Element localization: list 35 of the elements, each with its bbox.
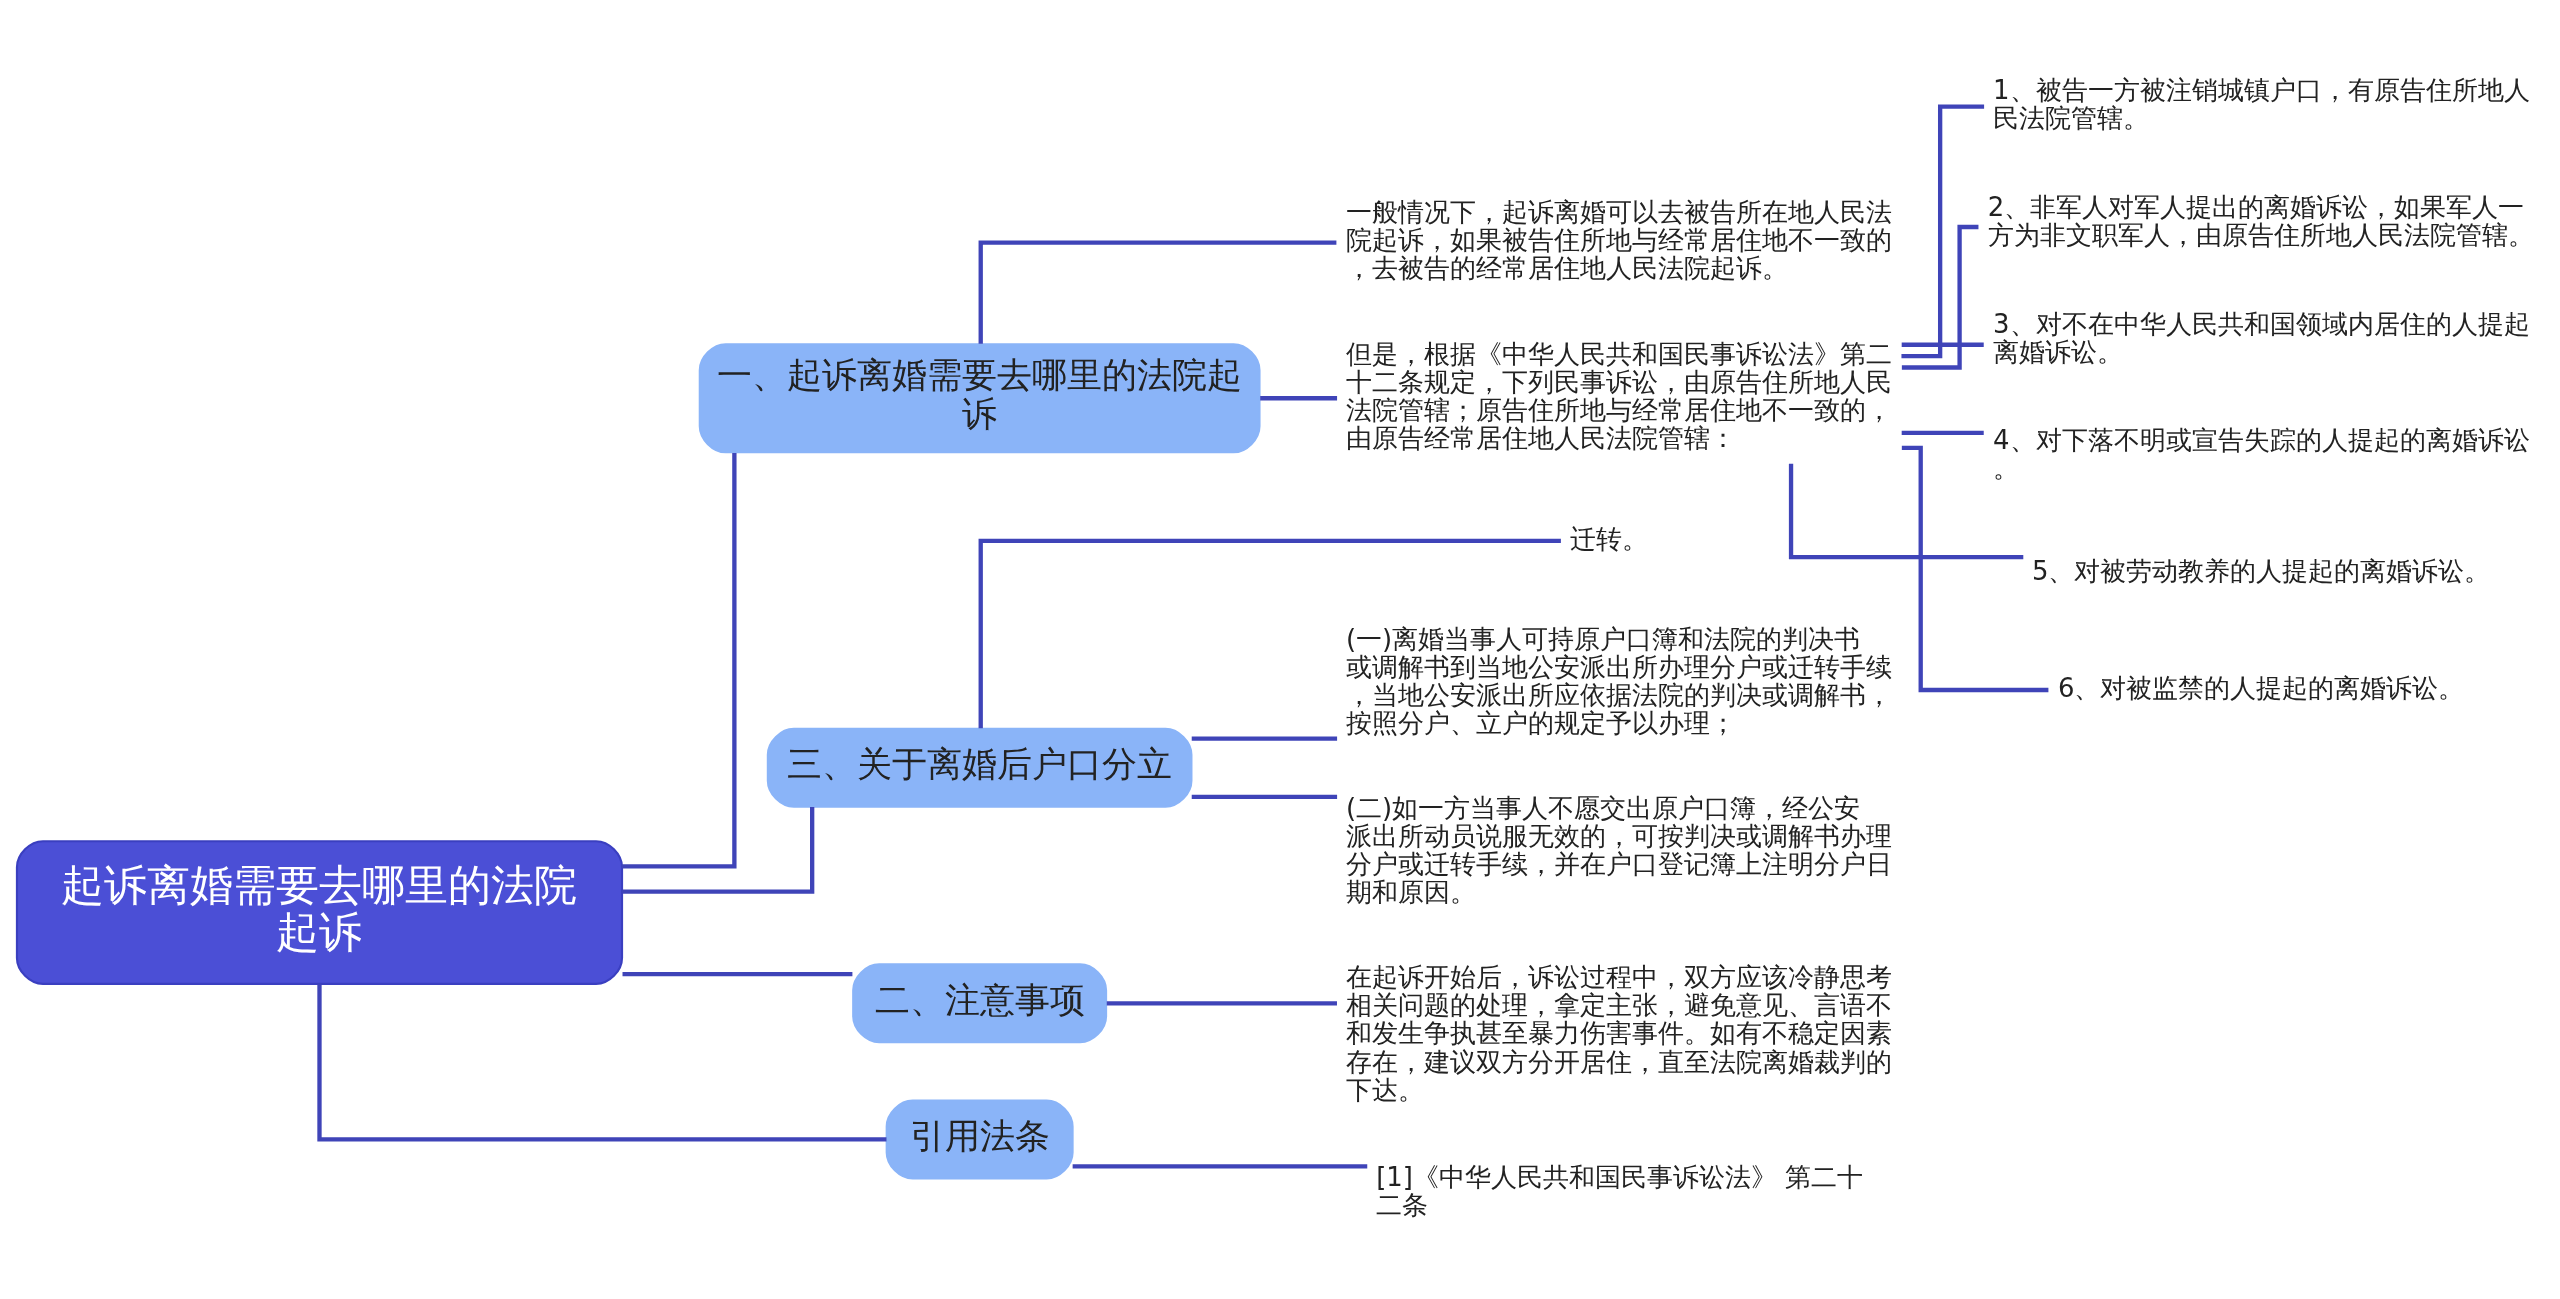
connector: [978, 240, 1337, 344]
connector: [1901, 430, 1984, 435]
connector: [622, 806, 815, 894]
node-text: 1、被告一方被注销城镇户口，有原告住所地人民法院管辖。: [1993, 74, 2530, 133]
node-text: (二)如一方当事人不愿交出原户口簿，经公安派出所动员说服无效的，可按判决或调解书办理分户或迁转手续，并在户口登记簿上注明分户日期和原因。: [1345, 792, 1892, 907]
connector: [1072, 1163, 1368, 1169]
node-box: 起诉离婚需要去哪里的法院起诉: [15, 839, 624, 985]
connector: [1901, 224, 1979, 370]
node-text: 2、非军人对军人提出的离婚诉讼，如果军人一方为非文职军人，由原告住所地人民法院管辖。: [1987, 191, 2534, 250]
connector: [1106, 1000, 1337, 1005]
node-text: 5、对被劳动教养的人提起的离婚诉讼。: [2031, 555, 2491, 586]
node-text: 但是，根据《中华人民共和国民事诉讼法》第二十二条规定，下列民事诉讼，由原告住所地人民法院管辖；原告住所地与经常居住地不一致的，由原告经常居住地人民法院管辖：: [1345, 338, 1892, 453]
connector: [1788, 463, 2024, 559]
node-text: [1]《中华人民共和国民事诉讼法》 第二十二条: [1376, 1161, 1864, 1220]
node-box: 三、关于离婚后户口分立: [766, 727, 1193, 808]
connector: [317, 983, 887, 1142]
node-box: 二、注意事项: [852, 962, 1108, 1043]
connector: [1901, 103, 1985, 358]
node-text: 迁转。: [1569, 523, 1648, 554]
node-text: 一般情况下，起诉离婚可以去被告所在地人民法院起诉，如果被告住所地与经常居住地不一致的，去被告的经常居住地人民法院起诉。: [1345, 196, 1892, 283]
connector: [622, 971, 853, 976]
connector: [978, 538, 1561, 728]
node-text: 3、对不在中华人民共和国领域内居住的人提起离婚诉讼。: [1993, 308, 2530, 367]
node-text: (一)离婚当事人可持原户口簿和法院的判决书或调解书到当地公安派出所办理分户或迁转手续，当地公安派出所应依据法院的判决或调解书，按照分户、立户的规定予以办理；: [1345, 623, 1892, 738]
connector: [1191, 735, 1338, 741]
connector: [1901, 342, 1984, 347]
node-text: 6、对被监禁的人提起的离婚诉讼。: [2057, 672, 2465, 703]
node-box: 一、起诉离婚需要去哪里的法院起诉: [698, 342, 1261, 453]
node-text: 4、对下落不明或宣告失踪的人提起的离婚诉讼。: [1993, 424, 2530, 483]
connector: [1260, 395, 1338, 400]
node-box: 引用法条: [885, 1098, 1074, 1179]
connector: [1901, 445, 2049, 692]
connector: [1191, 794, 1338, 799]
node-text: 在起诉开始后，诉讼过程中，双方应该冷静思考相关问题的处理，拿定主张，避免意见、言语不和发生争执甚至暴力伤害事件。如有不稳定因素存在，建议双方分开居住，直至法院离婚裁判的下达。: [1345, 961, 1892, 1105]
connector: [622, 452, 737, 869]
